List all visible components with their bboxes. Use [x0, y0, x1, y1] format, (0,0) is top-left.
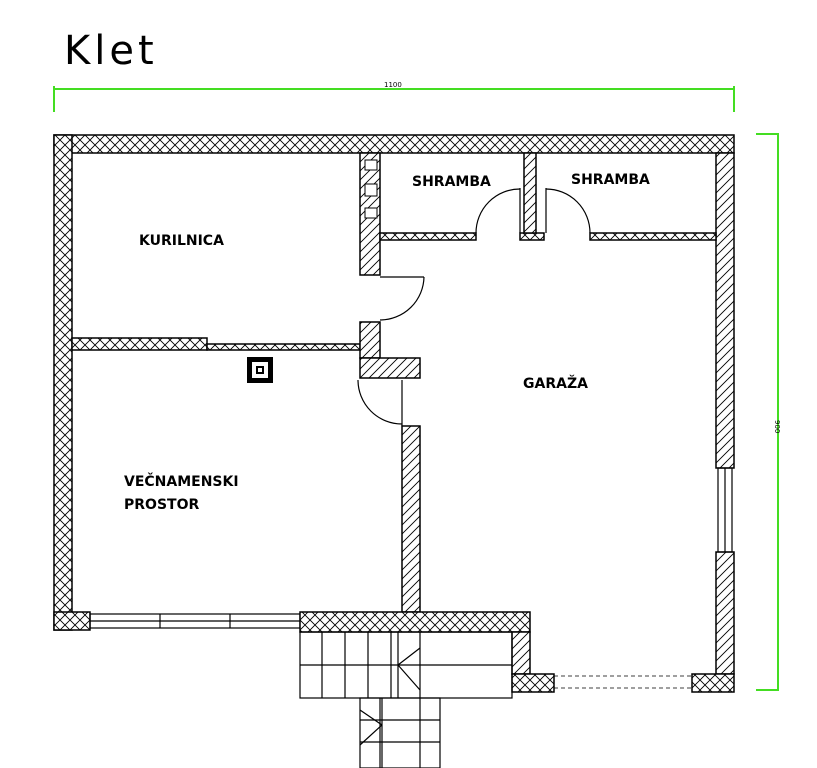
door-shramba-left — [475, 188, 521, 234]
width-dimension: 1100 — [53, 81, 735, 112]
garage-door-opening — [554, 675, 692, 689]
door-vecnamenski-garaza — [357, 379, 403, 426]
stairs — [299, 631, 513, 768]
interior-walls — [71, 152, 717, 693]
height-dimension: 900 — [756, 133, 781, 691]
room-label-prostor: PROSTOR — [124, 497, 199, 513]
room-label-garaza: GARAŽA — [523, 375, 588, 392]
right-window — [717, 467, 733, 553]
chimney-icon — [247, 357, 273, 383]
room-label-shramba-left: SHRAMBA — [412, 174, 491, 190]
outer-walls — [53, 134, 735, 693]
room-label-shramba-right: SHRAMBA — [571, 172, 650, 188]
room-label-vecnamenski: VEČNAMENSKI — [124, 472, 239, 490]
height-dimension-label: 900 — [773, 420, 781, 433]
bottom-window — [89, 613, 301, 629]
door-kurilnica-garaza — [379, 276, 425, 321]
room-label-kurilnica: KURILNICA — [139, 233, 224, 249]
width-dimension-label: 1100 — [384, 81, 402, 89]
plan-title: Klet — [64, 28, 158, 74]
door-shramba-right — [545, 188, 591, 234]
